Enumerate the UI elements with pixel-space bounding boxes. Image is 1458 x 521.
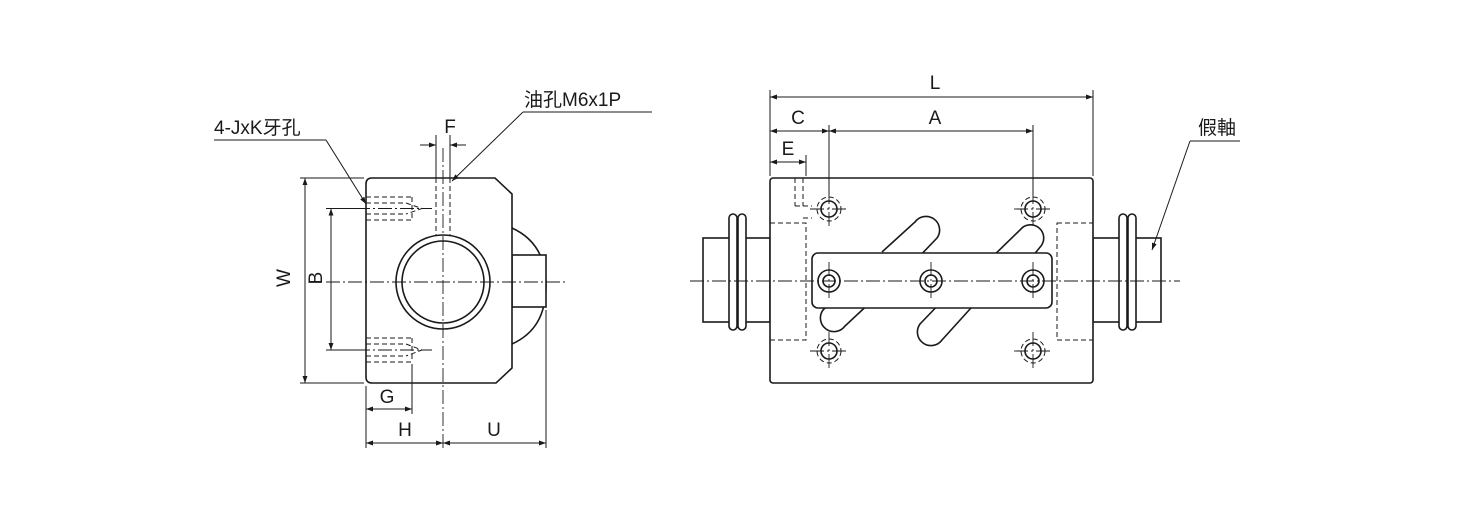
slot-upper-right (986, 224, 1045, 263)
dim-U-label: U (487, 420, 501, 441)
slot-lower-left (819, 297, 876, 333)
dim-L-label: L (930, 73, 941, 94)
hidden-bearing-left (769, 222, 807, 341)
side-view-housing (365, 177, 513, 384)
dim-B-label: B (306, 272, 327, 285)
dim-F-label: F (444, 117, 456, 138)
dim-C-label: C (791, 108, 805, 129)
center-plate (811, 252, 1053, 309)
slot-lower (916, 297, 981, 347)
dim-E-label: E (782, 139, 795, 160)
tap-hole-label: 4-JxK牙孔 (214, 117, 301, 139)
retaining-ring-right (1118, 213, 1137, 331)
top-view: L C A E 假軸 (690, 73, 1240, 384)
slot-upper (881, 215, 941, 263)
oil-hole-label: 油孔M6x1P (524, 89, 621, 111)
dim-A-label: A (929, 108, 942, 129)
oil-hole-leader (451, 111, 524, 182)
hidden-bearing-right (1056, 222, 1094, 341)
retaining-ring-left (728, 213, 747, 331)
oil-hole (435, 178, 451, 236)
dim-W-label: W (274, 269, 295, 287)
dim-G-label: G (380, 387, 395, 408)
tap-hole-leader (325, 139, 367, 205)
dummy-shaft-leader (1151, 140, 1191, 251)
side-view-boss (511, 254, 547, 308)
dummy-shaft-label: 假軸 (1198, 117, 1236, 139)
hidden-oil-marks (794, 178, 812, 219)
dim-H-label: H (398, 420, 412, 441)
side-view: W B G H U F 油孔M6x1P 4-JxK牙孔 (214, 89, 652, 450)
